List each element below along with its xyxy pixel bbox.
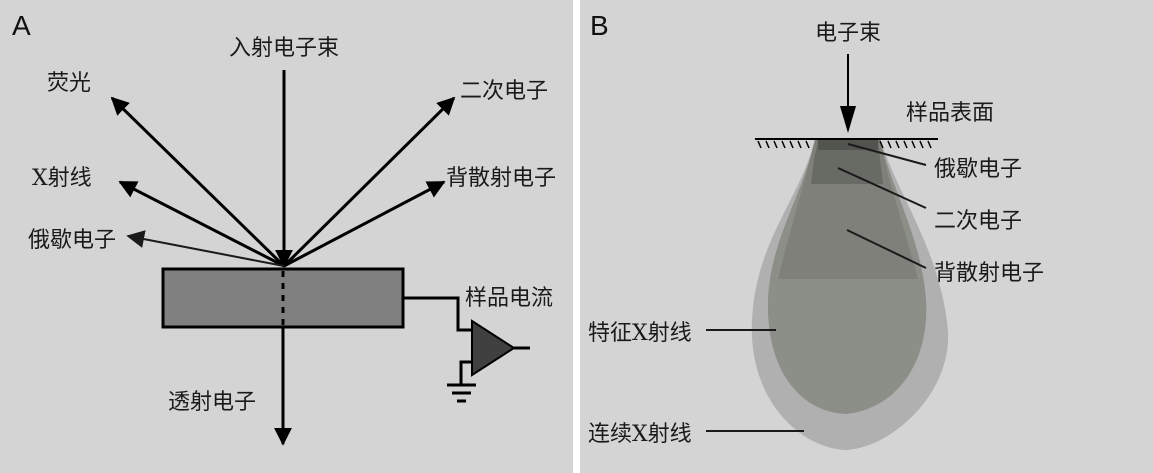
panel-divider: [573, 0, 580, 473]
auger-leader: [847, 143, 927, 166]
secondary-electrons-label: 二次电子: [460, 79, 548, 104]
fluorescence-label: 荧光: [47, 71, 91, 96]
secondary-leader: [837, 167, 927, 209]
panel-b: B 电子束 样品表面 俄歇电子 二次电子 背散射: [580, 0, 1153, 473]
panel-a: A 入射电子束 荧光 二次电子 X射线 背散射电子 俄歇电子 透射电子: [0, 0, 573, 473]
auger-electrons-arrow: [126, 230, 285, 267]
surface-hatching: [757, 140, 932, 149]
backscattered-electrons-arrow: [283, 180, 446, 268]
secondary-electron-region: [811, 139, 883, 184]
secondary-label: 二次电子: [934, 209, 1022, 234]
sample-current-label: 样品电流: [465, 286, 553, 311]
secondary-electrons-arrow: [282, 96, 456, 268]
panel-a-letter: A: [12, 10, 31, 41]
xray-arrow: [118, 180, 285, 268]
amplifier-icon: [471, 319, 516, 377]
fluorescence-arrow: [110, 96, 286, 268]
sample-surface-label: 样品表面: [906, 101, 994, 126]
electron-beam-label: 电子束: [815, 21, 881, 46]
incident-beam-label: 入射电子束: [229, 36, 339, 61]
panel-a-background: [0, 0, 573, 473]
auger-electrons-label: 俄歇电子: [28, 228, 116, 253]
transmitted-electrons-label: 透射电子: [168, 390, 256, 415]
xray-label: X射线: [32, 166, 92, 191]
ground-wire: [459, 360, 472, 385]
char-xray-label: 特征X射线: [588, 321, 692, 346]
sample-current-wire: [403, 296, 472, 332]
ground-icon: [447, 383, 476, 403]
electron-beam-arrowhead: [840, 106, 856, 133]
backscattered-electrons-label: 背散射电子: [446, 166, 556, 191]
continuous-xray-label: 连续X射线: [588, 422, 692, 447]
backscatter-label: 背散射电子: [934, 261, 1044, 286]
panel-b-letter: B: [590, 10, 609, 41]
auger-label: 俄歇电子: [934, 157, 1022, 182]
backscatter-leader: [846, 229, 927, 269]
